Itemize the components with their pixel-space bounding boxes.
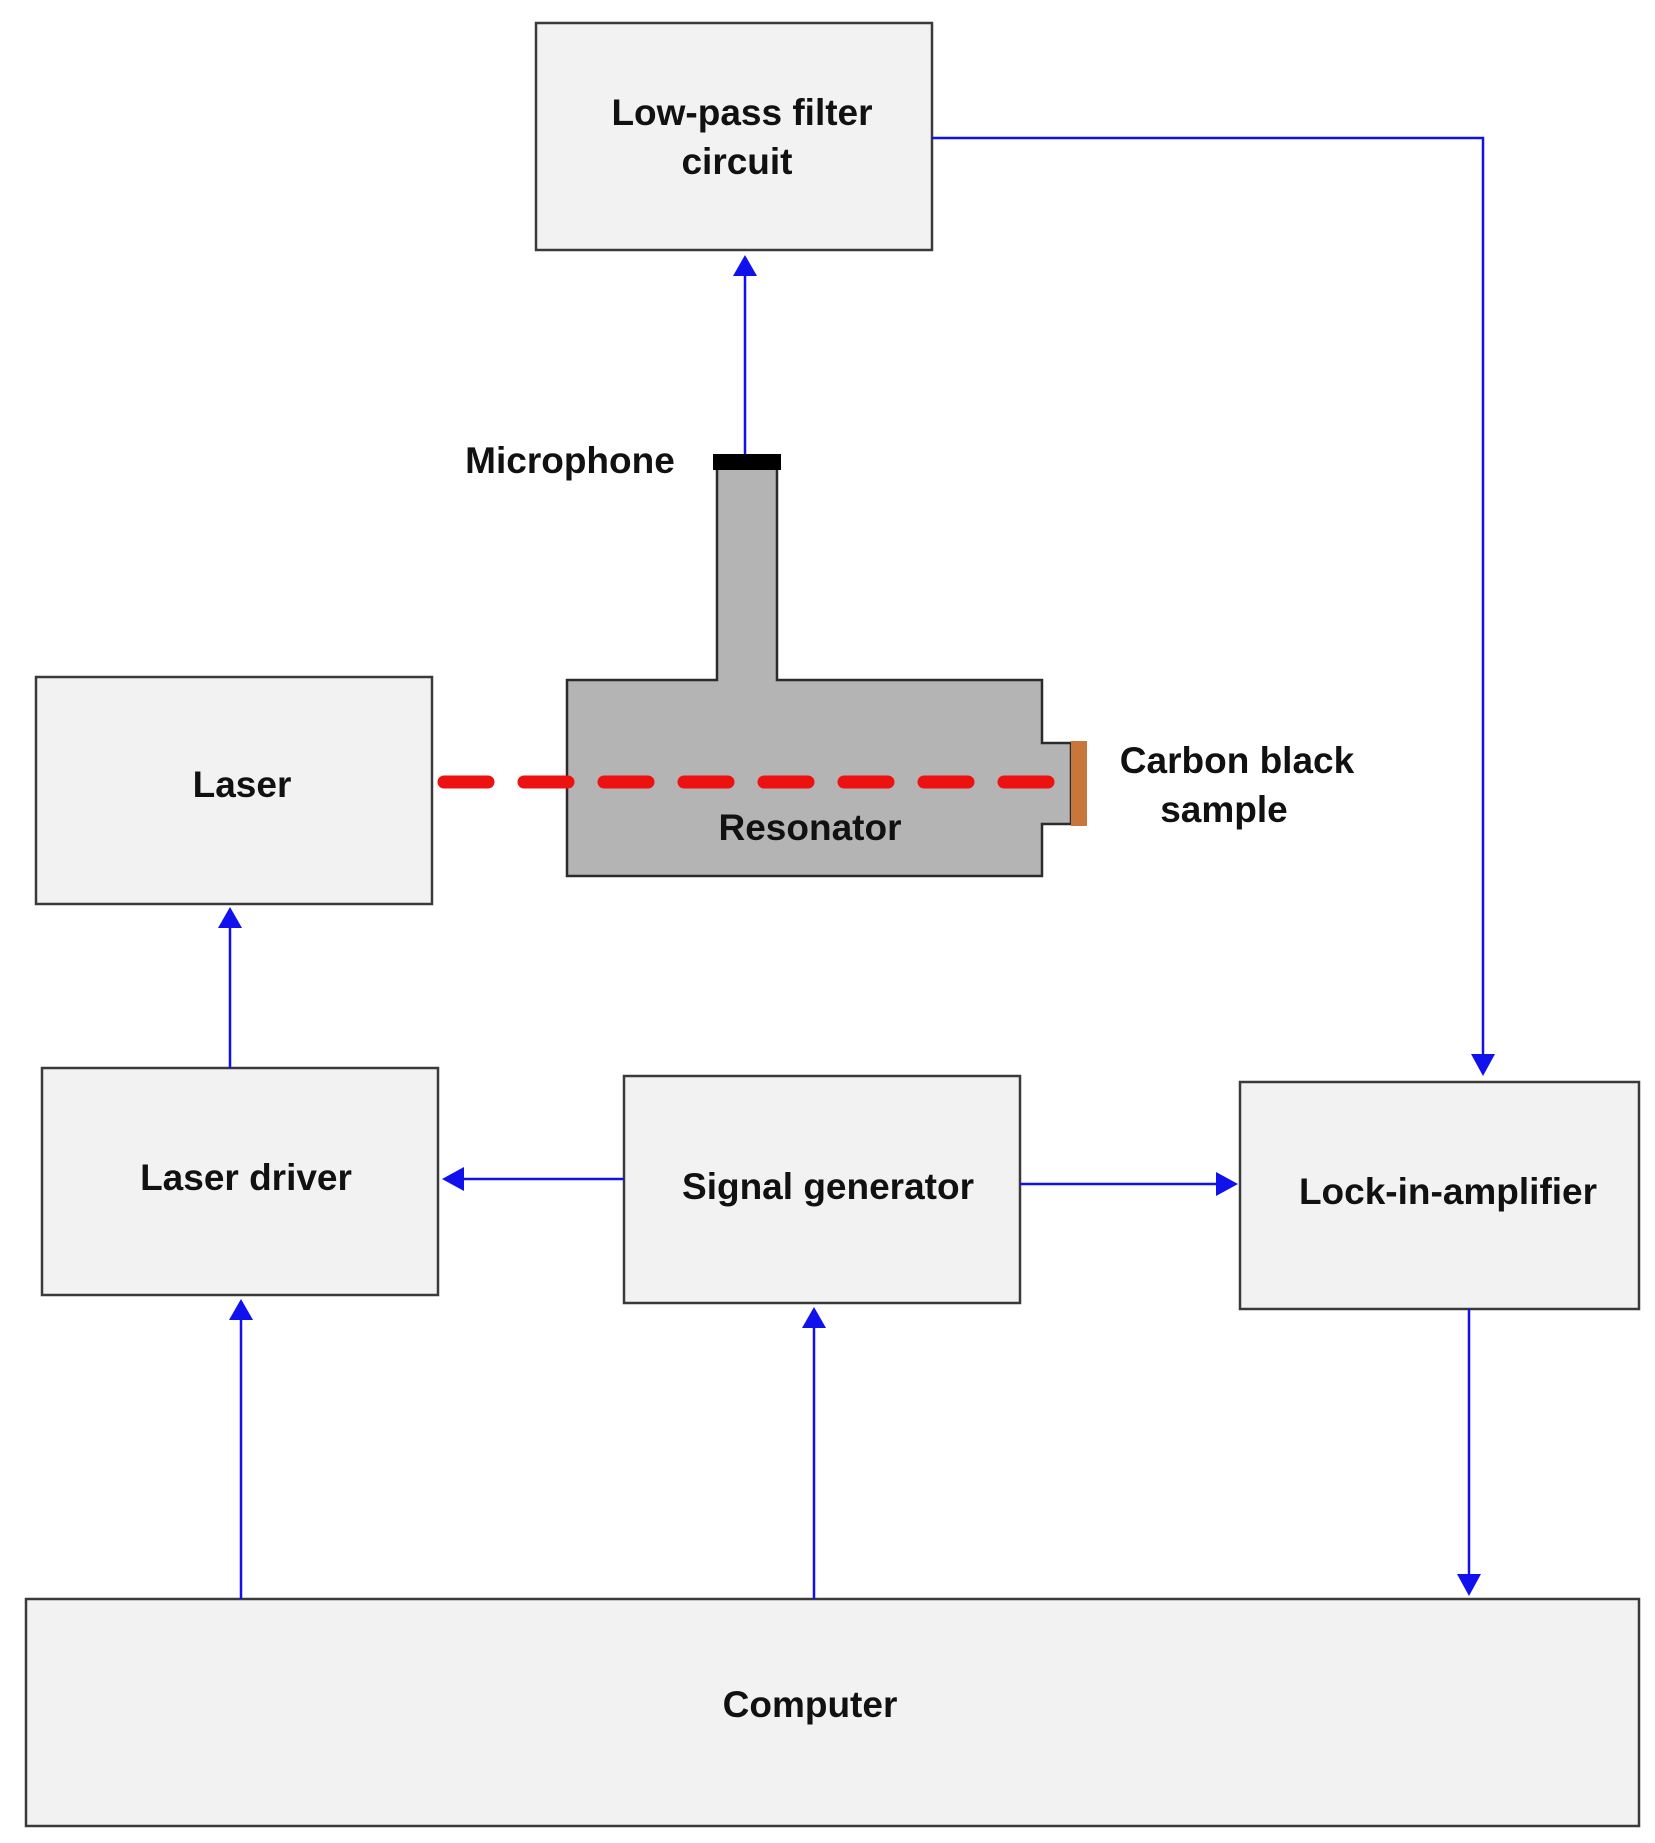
computer-block: Computer [24,1597,1641,1828]
signal-connections [218,136,1495,1599]
microphone-icon [713,454,781,470]
wire-filter-to-lockin [932,136,1485,1054]
sample-label-line2: sample [1160,789,1288,830]
signal-generator-box [622,1074,1022,1305]
arrowhead-left-driver [442,1167,464,1191]
arrowhead-up-filter [733,255,757,276]
signal-generator-block: Signal generator [622,1074,1022,1305]
laser-driver-block: Laser driver [40,1066,440,1297]
signal-generator-label: Signal generator [682,1166,974,1207]
arrowhead-up-driver [229,1299,253,1320]
arrowhead-down-lockin [1471,1054,1495,1076]
laser-driver-label: Laser driver [140,1157,352,1198]
lockin-amplifier-box [1238,1080,1641,1311]
laser-box [34,675,434,906]
lowpass-filter-box [534,21,934,252]
laser-label: Laser [193,764,292,805]
resonator-label: Resonator [719,807,902,848]
lowpass-filter-label-line2: circuit [681,141,792,182]
arrowhead-right-lockin [1216,1172,1238,1196]
resonator-assembly: Resonator Microphone Carbon black sample [465,440,1355,878]
computer-label: Computer [723,1684,898,1725]
lowpass-filter-block: Low-pass filter circuit [534,21,934,252]
sample-label-line1: Carbon black [1120,740,1355,781]
arrowhead-up-generator [802,1307,826,1328]
laser-driver-box [40,1066,440,1297]
arrowhead-up-laser [218,907,242,928]
laser-block: Laser [34,675,434,906]
arrowhead-down-computer [1457,1574,1481,1596]
carbon-black-sample [1071,741,1087,826]
computer-box [24,1597,1641,1828]
microphone-label: Microphone [465,440,675,481]
lockin-amplifier-label: Lock-in-amplifier [1299,1171,1597,1212]
lowpass-filter-label-line1: Low-pass filter [611,92,872,133]
lockin-amplifier-block: Lock-in-amplifier [1238,1080,1641,1311]
